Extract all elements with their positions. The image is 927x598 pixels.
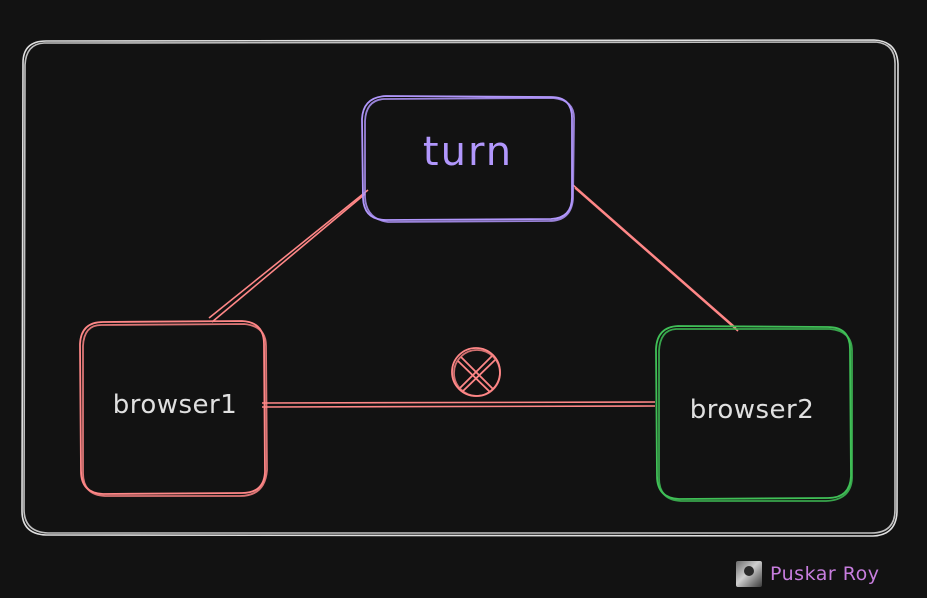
node-turn-box: [361, 95, 575, 223]
node-turn-label: turn: [422, 129, 514, 175]
edge-turn-browser2: [572, 184, 739, 332]
node-browser2-box: [655, 325, 853, 502]
edge-turn-browser1: [208, 189, 369, 323]
edge-browser1-browser2: [261, 401, 656, 408]
node-browser2-label: browser2: [689, 395, 815, 425]
blocked-x-circle-icon: [451, 347, 501, 397]
node-browser1-label: browser1: [112, 390, 238, 420]
avatar: [736, 561, 762, 587]
outer-frame: [21, 39, 899, 537]
author-credit[interactable]: Puskar Roy: [736, 561, 879, 587]
node-browser1-box: [79, 320, 268, 497]
author-name: Puskar Roy: [770, 563, 880, 585]
